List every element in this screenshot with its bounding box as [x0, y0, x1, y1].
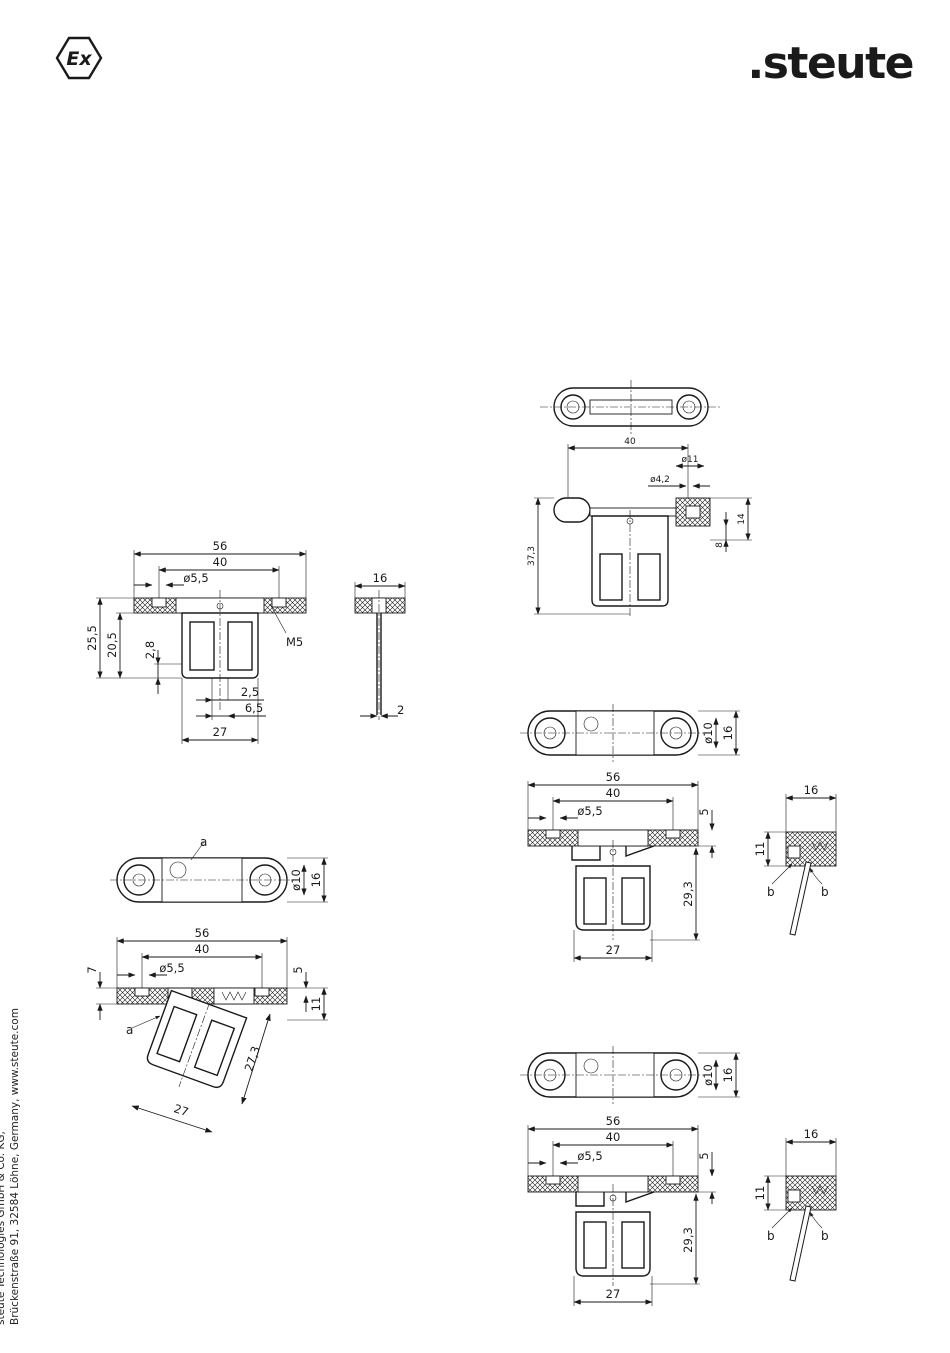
dim-actuator-width-b2: 27 — [606, 1287, 621, 1301]
label-b-left-b2: b — [767, 1229, 775, 1243]
dim-plate-height-b2: 11 — [753, 1186, 767, 1201]
dim-ring-diameter-b2: ø10 — [701, 1064, 715, 1086]
tilted-view-drawing: a ø10 16 56 40 ø5,5 7 5 — [85, 835, 328, 1132]
hinged-top-drawing: 40 ø11 ø4,2 37,3 14 8 — [527, 380, 752, 616]
dim-overall-width: 56 — [213, 539, 228, 553]
dim-actuator-length-b2: 29,3 — [681, 1227, 695, 1253]
dim-slot-spacing: 6,5 — [245, 701, 263, 715]
label-a-top: a — [200, 835, 207, 849]
ex-mark-label: Ex — [66, 48, 92, 70]
dim-hole-spacing-b1: 40 — [606, 786, 621, 800]
dim-slot-width: 2,5 — [241, 685, 259, 699]
dim-ring-diameter-b1: ø10 — [701, 722, 715, 744]
dim-hinge-depth: 14 — [737, 513, 747, 525]
brand-logo: .steute — [748, 38, 913, 89]
dim-left-offset-tilted: 7 — [85, 966, 99, 973]
dim-plate-depth-tilted: 16 — [309, 873, 323, 888]
dim-side-depth-b2: 16 — [804, 1127, 819, 1141]
dim-actuator-width-b1: 27 — [606, 943, 621, 957]
front-view-drawing: 56 40 ø5,5 M5 25,5 20,5 2,8 2,5 — [85, 539, 306, 744]
label-a-bottom: a — [126, 1023, 133, 1037]
dim-offset: 2,8 — [143, 641, 157, 659]
dim-overall-width-b1: 56 — [606, 770, 621, 784]
label-b-right-b2: b — [821, 1229, 829, 1243]
company-footer: steute Technologies GmbH & Co. KG, Brück… — [0, 965, 22, 1325]
footer-company: steute Technologies GmbH & Co. KG, — [0, 965, 8, 1325]
side-view-drawing: 16 2 — [355, 571, 405, 720]
dim-right-offset-tilted: 5 — [291, 966, 305, 973]
dim-offset-b1: 5 — [697, 808, 711, 815]
dim-side-depth-b1: 16 — [804, 783, 819, 797]
dim-hinge-offset: 8 — [715, 542, 725, 548]
view-b2-drawing: ø10 16 56 40 ø5,5 5 29,3 — [520, 1046, 836, 1306]
view-b1-drawing: ø10 16 56 40 ø5,5 5 — [520, 704, 836, 962]
thread-callout: M5 — [286, 635, 303, 649]
dim-side-depth: 16 — [373, 571, 388, 585]
dim-thickness: 2 — [397, 703, 404, 717]
dim-hole-diameter-b1: ø5,5 — [577, 804, 602, 818]
dim-hinge-height: 37,3 — [527, 546, 537, 566]
footer-address: Brückenstraße 91, 32584 Löhne, Germany, … — [8, 965, 22, 1325]
dim-offset-b2: 5 — [697, 1152, 711, 1159]
dim-hole-diameter-tilted: ø5,5 — [159, 961, 184, 975]
dim-plate-depth-b1: 16 — [721, 726, 735, 741]
dim-overall-width-tilted: 56 — [195, 926, 210, 940]
label-b-right-b1: b — [821, 885, 829, 899]
dim-actuator-width-tilted: 27 — [172, 1101, 190, 1119]
dim-hole-spacing-b2: 40 — [606, 1130, 621, 1144]
dim-actuator-length-tilted: 27,3 — [242, 1044, 263, 1073]
dim-actuator-width: 27 — [213, 725, 228, 739]
label-b-left-b1: b — [767, 885, 775, 899]
dim-hinge-width: 40 — [624, 437, 636, 447]
dim-plate-height-b1: 11 — [753, 842, 767, 857]
ex-mark-icon: Ex — [57, 38, 101, 78]
dim-overall-width-b2: 56 — [606, 1114, 621, 1128]
dim-bore: ø4,2 — [650, 475, 670, 485]
dim-hole-spacing-tilted: 40 — [195, 942, 210, 956]
dim-ring-diameter-tilted: ø10 — [289, 869, 303, 891]
dim-plate-height-tilted: 11 — [309, 997, 323, 1012]
dim-hole-diameter-b2: ø5,5 — [577, 1149, 602, 1163]
dim-actuator-length-b1: 29,3 — [681, 881, 695, 907]
dim-hole-spacing: 40 — [213, 555, 228, 569]
dim-hole-diameter: ø5,5 — [183, 571, 208, 585]
dim-plate-depth-b2: 16 — [721, 1068, 735, 1083]
dim-height-total: 25,5 — [85, 625, 99, 651]
dim-height-inner: 20,5 — [105, 632, 119, 658]
dim-pivot-diameter: ø11 — [682, 455, 699, 465]
